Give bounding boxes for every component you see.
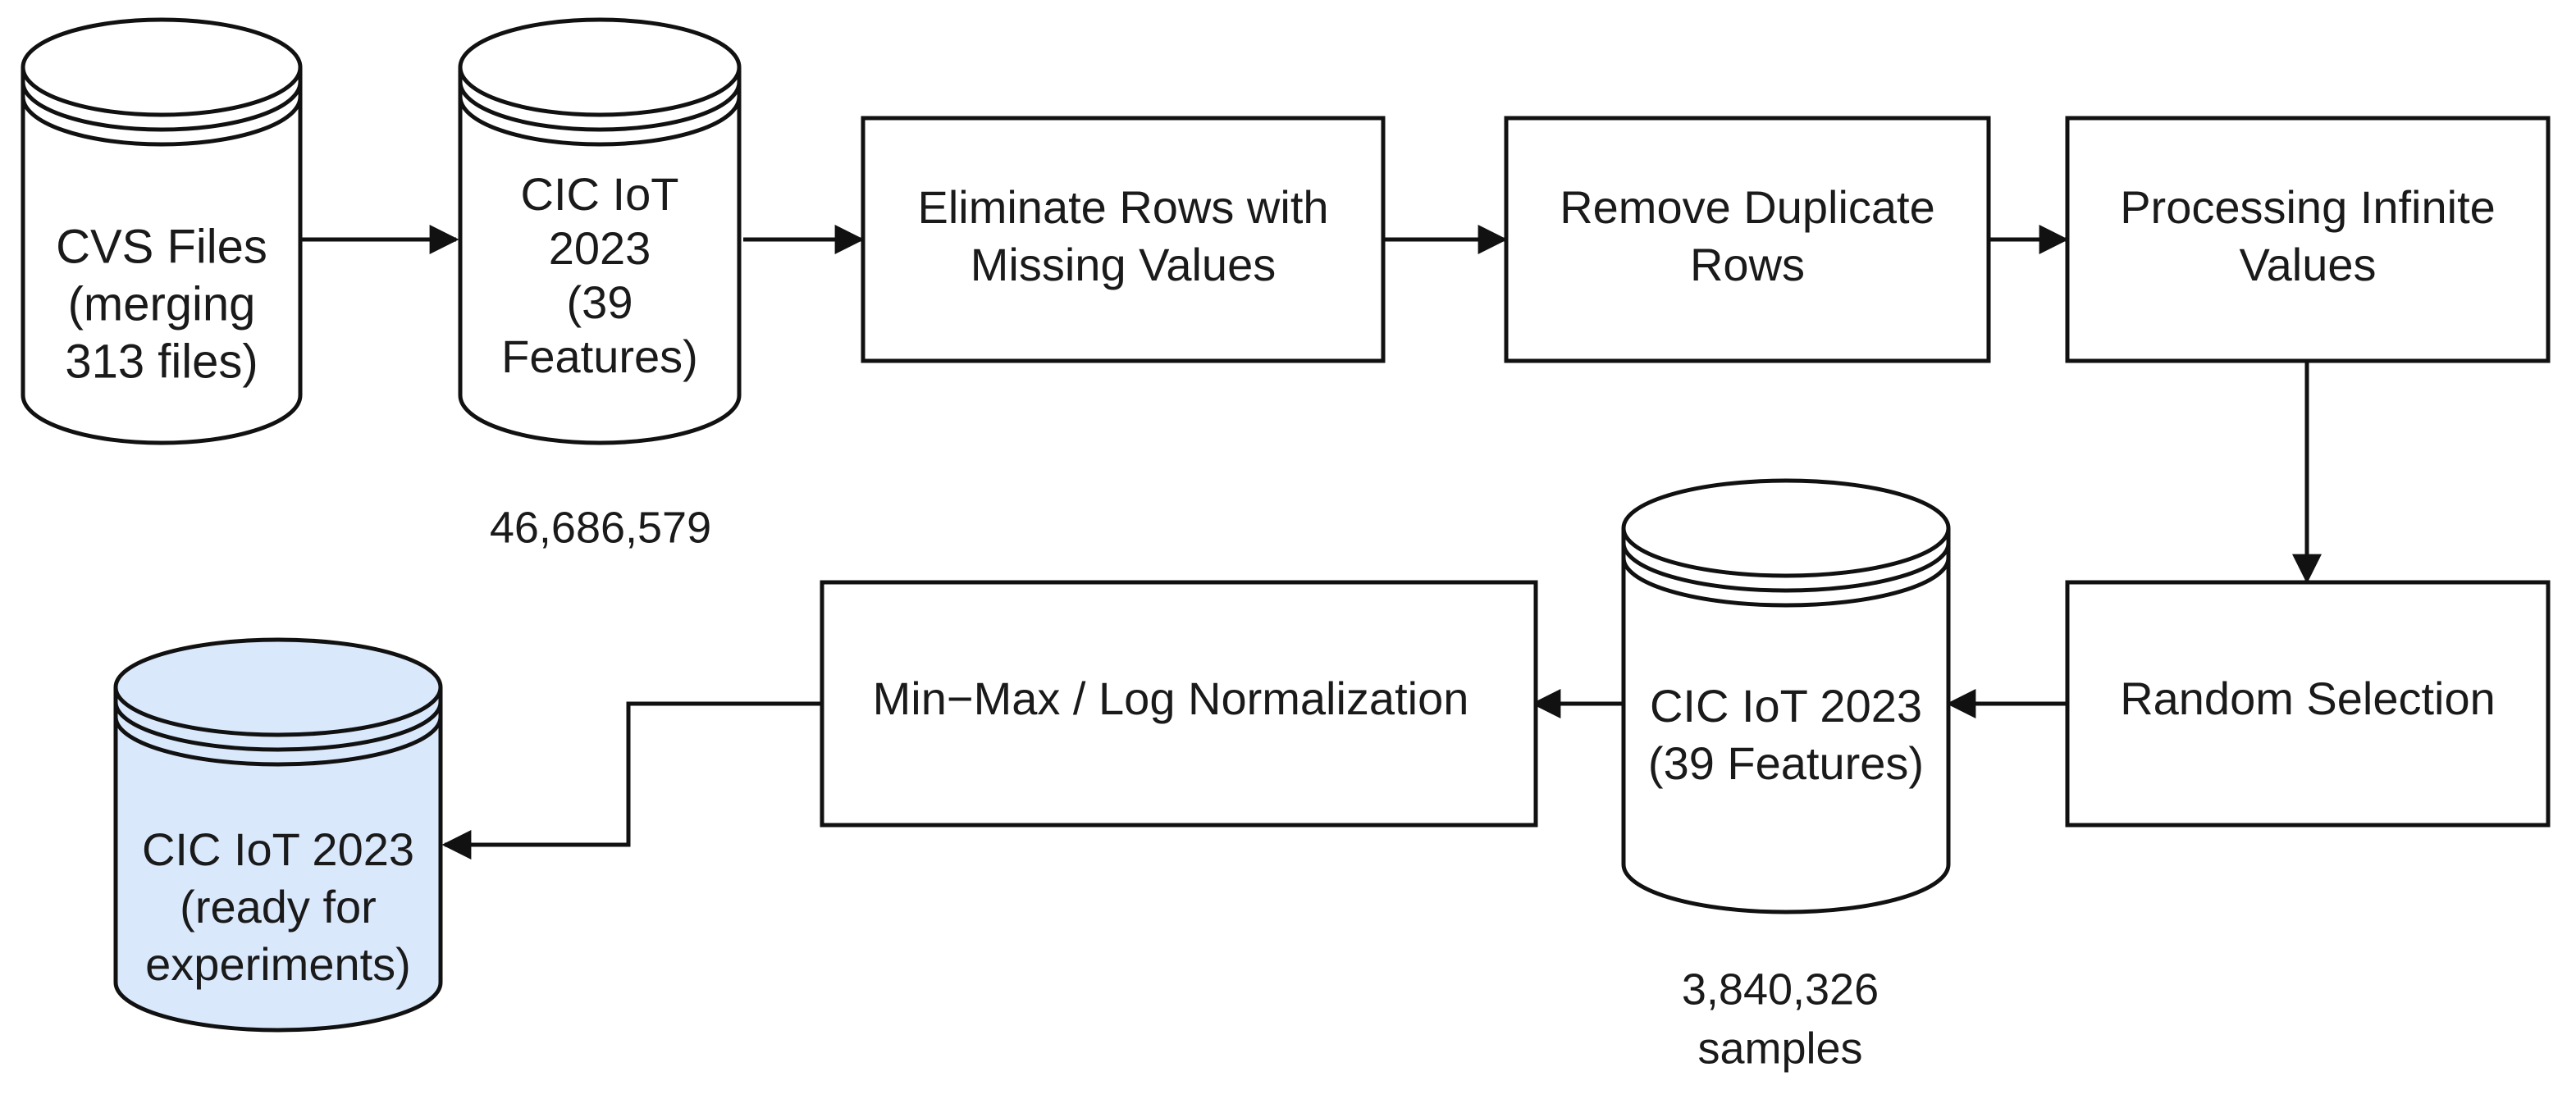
text-line: 3,840,326: [1682, 964, 1879, 1014]
text-line: Eliminate Rows with: [917, 181, 1328, 233]
text-line: (39 Features): [1648, 737, 1924, 789]
cylinder-ring: [1621, 557, 1951, 608]
cylinder-body: [458, 67, 742, 445]
process-box-random-selection: Random Selection: [2065, 580, 2551, 828]
cylinder-label: CIC IoT 2023(39 Features): [1648, 680, 1924, 789]
process-box-normalization: Min−Max / Log Normalization: [820, 580, 1538, 828]
cylinder-body: [113, 687, 443, 1033]
caption-raw-count: 46,686,579: [490, 503, 711, 552]
cylinder-ring: [113, 716, 443, 767]
text-line: CIC IoT: [521, 168, 679, 220]
text-line: Remove Duplicate: [1560, 181, 1935, 233]
cylinder-top: [113, 637, 443, 737]
text-line: CIC IoT 2023: [1650, 680, 1922, 732]
text-line: (39: [567, 276, 633, 328]
cylinder-top: [1621, 478, 1951, 578]
text-line: Processing Infinite: [2120, 181, 2496, 233]
cylinder-body: [1621, 528, 1951, 914]
cylinder-top: [458, 17, 742, 117]
text-line: samples: [1697, 1024, 1862, 1073]
cylinder-ring: [458, 81, 742, 132]
text-line: Missing Values: [971, 239, 1276, 290]
text-line: Features): [501, 331, 698, 382]
cylinder-ring: [458, 96, 742, 147]
text-line: (ready for: [180, 881, 377, 933]
text-line: 2023: [549, 222, 651, 274]
text-line: Min−Max / Log Normalization: [873, 673, 1469, 724]
text-line: Rows: [1690, 239, 1805, 290]
cylinder-ring: [113, 701, 443, 752]
edges: [299, 225, 2322, 860]
text-line: 46,686,579: [490, 503, 711, 552]
text-line: CVS Files: [56, 220, 267, 273]
text-line: 313 files): [65, 335, 258, 388]
database-cic-iot-sampled: CIC IoT 2023(39 Features): [1621, 478, 1951, 914]
edge-normalize-to-cic-ready: [441, 701, 820, 860]
text-line: CIC IoT 2023: [142, 823, 414, 875]
text-line: (merging: [68, 277, 256, 331]
cylinder-ring: [21, 96, 303, 147]
text-line: experiments): [145, 938, 411, 990]
caption-sampled-count: 3,840,326 samples: [1682, 964, 1879, 1073]
process-normalization-label: Min−Max / Log Normalization: [873, 673, 1469, 724]
cylinder-top: [21, 17, 303, 117]
process-random-selection-label: Random Selection: [2120, 673, 2496, 724]
text-line: Values: [2239, 239, 2376, 290]
cylinder-ring: [1621, 542, 1951, 593]
cylinder-ring: [21, 81, 303, 132]
text-line: Random Selection: [2120, 673, 2496, 724]
cylinder-body: [21, 67, 303, 445]
